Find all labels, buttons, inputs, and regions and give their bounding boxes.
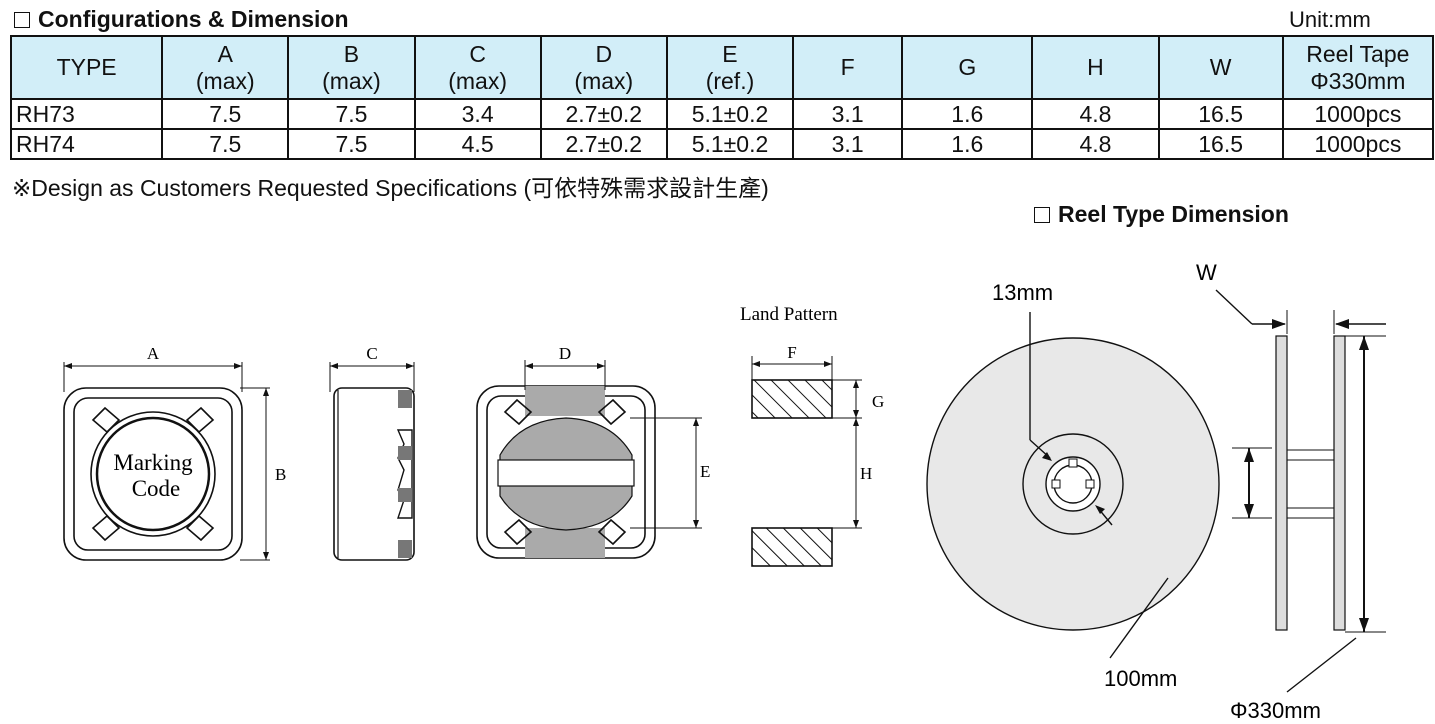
table-cell: 3.4 [413,98,542,130]
table-cell: 4.5 [413,128,542,160]
dim-d-label: D [559,344,571,363]
reel-outer-label: Φ330mm [1230,698,1321,723]
column-header-line2: (max) [574,67,634,94]
reel-inner-label: 100mm [1104,666,1177,691]
column-header-line1: D [595,40,613,67]
marking-line2: Code [132,476,181,501]
land-pattern-drawing: Land Pattern F G H [740,304,884,567]
column-header: D(max) [539,35,668,100]
column-header-line1: Reel Tape [1306,40,1410,67]
table-cell: 5.1±0.2 [665,98,795,130]
column-header-line1: F [840,54,855,80]
bottom-view-drawing: D E [476,344,710,559]
table-cell: 2.7±0.2 [539,128,668,160]
column-header-line1: E [722,40,738,67]
column-header: E(ref.) [665,35,795,100]
table-cell: 4.8 [1031,128,1160,160]
table-cell: 1.6 [901,128,1034,160]
table-cell: RH74 [9,128,164,160]
table-cell: 16.5 [1157,98,1284,130]
column-header-line2: (max) [195,67,255,94]
dim-g-label: G [872,392,884,411]
column-header: H [1031,35,1160,100]
column-header-line2: (ref.) [705,67,755,94]
reel-w-label: W [1196,260,1217,285]
checkbox-square-icon [1034,206,1050,223]
table-cell: 7.5 [161,128,290,160]
dim-e-label: E [700,462,710,481]
column-header-line1: W [1209,54,1232,80]
column-header: A(max) [161,35,290,100]
column-header-line1: C [469,40,486,67]
reel-hub-label: 13mm [992,280,1053,305]
column-header: C(max) [413,35,542,100]
table-cell: 7.5 [161,98,290,130]
column-header-line1: H [1087,54,1104,80]
side-view-drawing: C [329,344,415,561]
table-cell: 5.1±0.2 [665,128,795,160]
reel-section-title: Reel Type Dimension [1034,201,1289,228]
reel-side-drawing: W Φ330mm [1196,260,1386,723]
table-cell: 7.5 [287,98,416,130]
column-header-line1: G [958,54,977,80]
column-header: TYPE [9,35,164,100]
unit-label: Unit:mm [1289,7,1371,32]
dim-f-label: F [787,343,796,362]
dim-h-label: H [860,464,872,483]
column-header: G [901,35,1034,100]
reel-front-drawing: 13mm 100mm [926,280,1220,691]
column-header-line1: TYPE [56,54,117,80]
dim-c-label: C [366,344,377,363]
dim-b-label: B [275,465,286,484]
table-cell: 16.5 [1157,128,1284,160]
config-title-text: Configurations & Dimension [38,6,349,32]
column-header-line2: (max) [448,67,508,94]
table-cell: 7.5 [287,128,416,160]
column-header: W [1157,35,1284,100]
column-header-line2: (max) [322,67,381,94]
reel-title-text: Reel Type Dimension [1058,201,1289,227]
land-pattern-title: Land Pattern [740,304,838,325]
checkbox-square-icon [14,11,30,28]
table-cell: 1000pcs [1281,98,1435,130]
column-header-line1: B [343,40,360,67]
table-cell: 1.6 [901,98,1034,130]
column-header: F [792,35,904,100]
table-cell: 3.1 [792,98,904,130]
table-cell: 3.1 [792,128,904,160]
top-view-drawing: Marking Code A B [63,344,286,561]
design-note: ※Design as Customers Requested Specifica… [12,175,769,201]
column-header-line2: Φ330mm [1310,67,1406,94]
table-cell: 2.7±0.2 [539,98,668,130]
config-section-title: Configurations & Dimension [14,6,349,33]
marking-line1: Marking [113,450,193,475]
table-cell: 1000pcs [1281,128,1435,160]
table-cell: RH73 [9,98,164,130]
column-header-line1: A [217,40,233,67]
table-cell: 4.8 [1031,98,1160,130]
dim-a-label: A [147,344,160,363]
column-header: B(max) [287,35,416,100]
